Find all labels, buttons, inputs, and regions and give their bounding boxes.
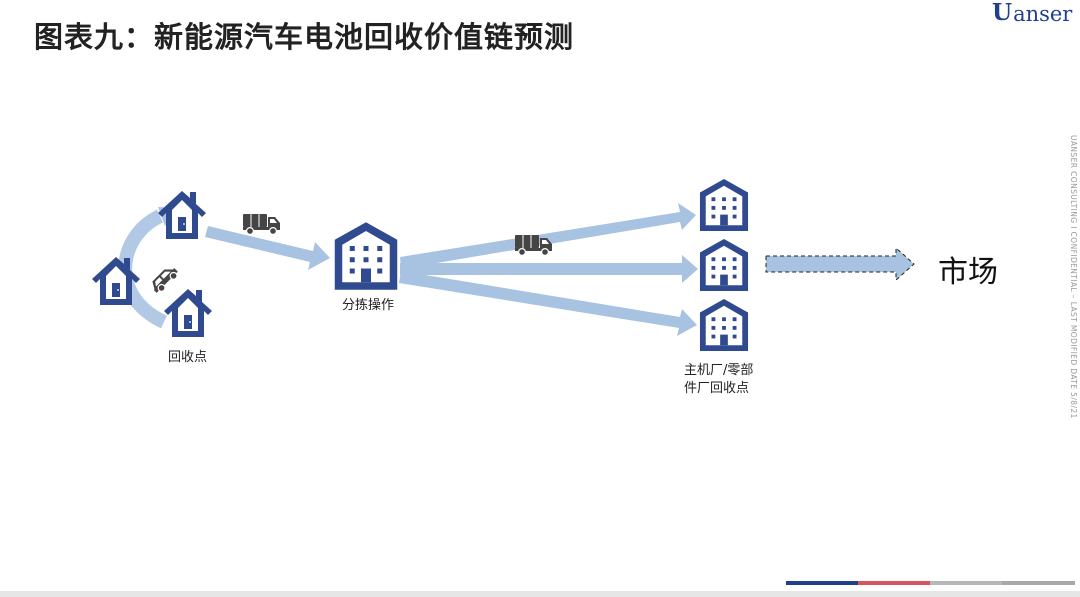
arrow-to-market (765, 246, 915, 282)
confidential-note: UANSER CONSULTING I CONFIDENTIAL – LAST … (1069, 135, 1078, 419)
arrow-sorting-to-plant-bottom (399, 271, 697, 336)
collection-point-label: 回收点 (168, 350, 208, 365)
sorting-label: 分拣操作 (342, 298, 395, 313)
plant-building-icon (699, 179, 749, 231)
sorting-building-icon (334, 222, 398, 290)
logo-text: anser (1013, 2, 1073, 26)
plant-building-icon (699, 239, 749, 291)
footer-bar-gray-dark (1002, 581, 1075, 585)
page-title: 图表九：新能源汽车电池回收价值链预测 (34, 20, 575, 54)
logo-mark: U (992, 0, 1013, 26)
plant-building-icon (699, 299, 749, 351)
arrow-sorting-to-plant-mid (400, 255, 698, 283)
truck-icon (514, 234, 553, 256)
footer-bar-blue (786, 581, 858, 585)
car-icon (148, 263, 181, 296)
footer-line (0, 591, 1080, 597)
arrow-sorting-to-plant-top (400, 203, 696, 269)
truck-icon (242, 213, 281, 235)
oem-recycling-label-line1: 主机厂/零部 (684, 363, 754, 378)
arrow-collection-to-sorting (205, 226, 330, 270)
footer-bar-red (858, 581, 930, 585)
collection-cycle-arrow (118, 209, 168, 329)
oem-recycling-label-line2: 件厂回收点 (684, 381, 750, 396)
market-label: 市场 (938, 255, 998, 290)
house-icon (164, 289, 212, 337)
footer-bar-gray (930, 581, 1002, 585)
